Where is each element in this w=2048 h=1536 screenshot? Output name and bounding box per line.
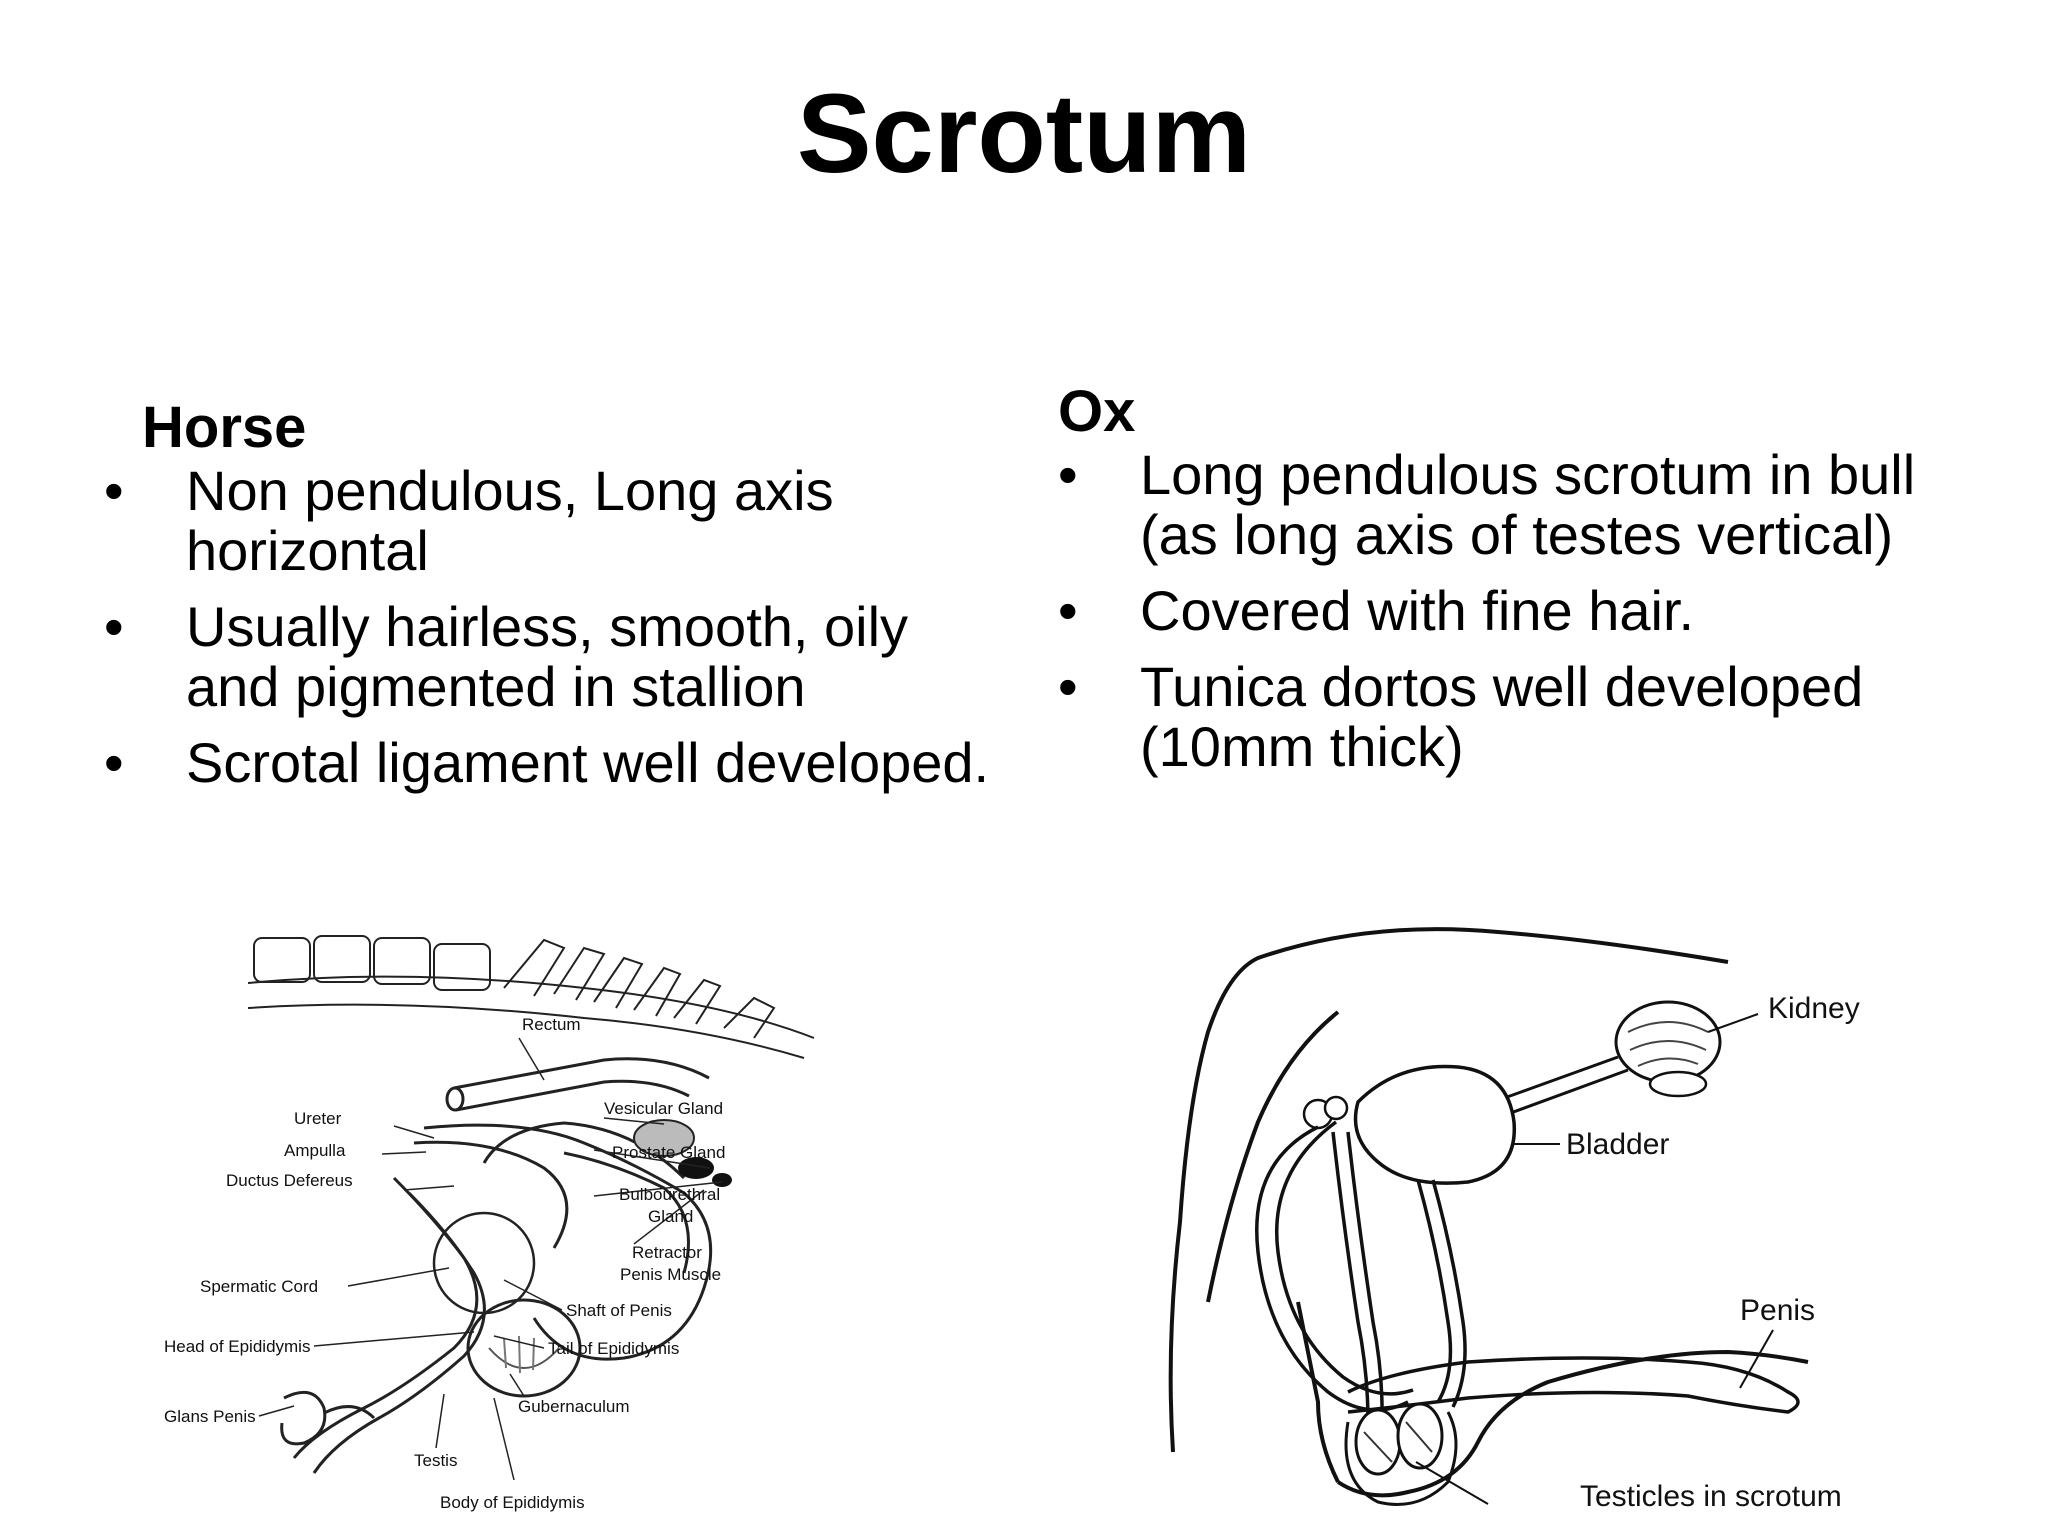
horse-column: Horse • Non pendulous, Long axis horizont… [104, 395, 1004, 809]
label-vesicular-gland: Vesicular Gland [604, 1099, 723, 1118]
horse-diagram-svg: Rectum Vesicular Gland Ureter Ampulla Pr… [164, 935, 815, 1512]
ox-diagram-svg: Kidney Bladder Penis Testicles in scrotu… [1168, 927, 1860, 1513]
bullet-icon: • [1058, 654, 1078, 718]
label-testicles-in-scrotum: Testicles in scrotum [1580, 1480, 1842, 1513]
kidney-drawing [1614, 1000, 1722, 1098]
bullet-text: Scrotal ligament well developed. [186, 730, 990, 794]
list-item: • Long pendulous scrotum in bull (as long… [1058, 442, 1998, 566]
bullet-icon: • [1058, 578, 1078, 642]
bullet-text: Usually hairless, smooth, oily and pigme… [186, 594, 909, 718]
rectum-drawing [445, 1057, 710, 1112]
ox-column: Ox • Long pendulous scrotum in bull (as l… [1058, 379, 1998, 793]
label-body-of-epididymis: Body of Epididymis [440, 1493, 585, 1512]
bullet-text: Tunica dortos well developed (10mm thick… [1140, 654, 1864, 778]
testicles-drawing [1344, 1402, 1458, 1506]
bullet-icon: • [104, 458, 124, 522]
bullet-icon: • [104, 594, 124, 658]
accessory-glands-drawing [633, 1119, 732, 1187]
label-testis: Testis [414, 1451, 457, 1470]
bullet-text: Covered with fine hair. [1140, 578, 1695, 642]
horse-heading: Horse [142, 395, 307, 460]
label-retractor-2: Penis Muscle [620, 1265, 721, 1284]
bullet-text: Long pendulous scrotum in bull (as long … [1140, 442, 1916, 566]
body-outline-drawing [1168, 927, 1809, 1498]
label-gubernaculum: Gubernaculum [518, 1397, 630, 1416]
list-item: • Scrotal ligament well developed. [104, 730, 1004, 794]
list-item: • Non pendulous, Long axis horizontal [104, 458, 1004, 582]
label-kidney: Kidney [1768, 992, 1860, 1025]
horse-reproductive-diagram: Rectum Vesicular Gland Ureter Ampulla Pr… [164, 928, 944, 1520]
bullet-icon: • [104, 730, 124, 794]
glans-penis-drawing [280, 1390, 376, 1446]
bullet-text: Non pendulous, Long axis horizontal [186, 458, 834, 582]
bladder-drawing [1302, 1064, 1517, 1185]
list-item: • Tunica dortos well developed (10mm thic… [1058, 654, 1998, 778]
horse-figure-labels: Rectum Vesicular Gland Ureter Ampulla Pr… [164, 1015, 725, 1512]
bullet-icon: • [1058, 442, 1078, 506]
label-glans-penis: Glans Penis [164, 1407, 256, 1426]
horse-bullet-list: • Non pendulous, Long axis horizontal • Us… [104, 458, 1004, 794]
list-item: • Covered with fine hair. [1058, 578, 1998, 642]
ox-figure-labels: Kidney Bladder Penis Testicles in scrotu… [1566, 992, 1860, 1513]
ox-leader-lines [1415, 1013, 1774, 1505]
slide-title: Scrotum [796, 71, 1252, 196]
ox-reproductive-diagram: Kidney Bladder Penis Testicles in scrotu… [1168, 922, 1928, 1516]
label-ureter: Ureter [294, 1109, 342, 1128]
horse-leader-lines [258, 1037, 723, 1481]
label-rectum: Rectum [522, 1015, 581, 1034]
label-prostate-gland: Prostate Gland [612, 1143, 725, 1162]
urethra-drawing [292, 1121, 713, 1474]
label-penis: Penis [1740, 1294, 1815, 1327]
label-bulbourethral-1: Bulbourethral [619, 1185, 720, 1204]
label-ductus-defereus: Ductus Defereus [226, 1171, 353, 1190]
ox-heading: Ox [1058, 379, 1136, 444]
label-retractor-1: Retractor [632, 1243, 702, 1262]
tract-drawing [1255, 1120, 1800, 1423]
list-item: • Usually hairless, smooth, oily and pigm… [104, 594, 1004, 718]
label-shaft-of-penis: Shaft of Penis [566, 1301, 672, 1320]
label-ampulla: Ampulla [284, 1141, 346, 1160]
label-head-of-epididymis: Head of Epididymis [164, 1337, 310, 1356]
vertebrae-drawing [247, 935, 815, 1059]
ox-bullet-list: • Long pendulous scrotum in bull (as long… [1058, 442, 1998, 778]
label-spermatic-cord: Spermatic Cord [200, 1277, 318, 1296]
label-tail-of-epididymis: Tail of Epididymis [548, 1339, 679, 1358]
label-bladder: Bladder [1566, 1128, 1669, 1161]
label-bulbourethral-2: Gland [648, 1207, 693, 1226]
